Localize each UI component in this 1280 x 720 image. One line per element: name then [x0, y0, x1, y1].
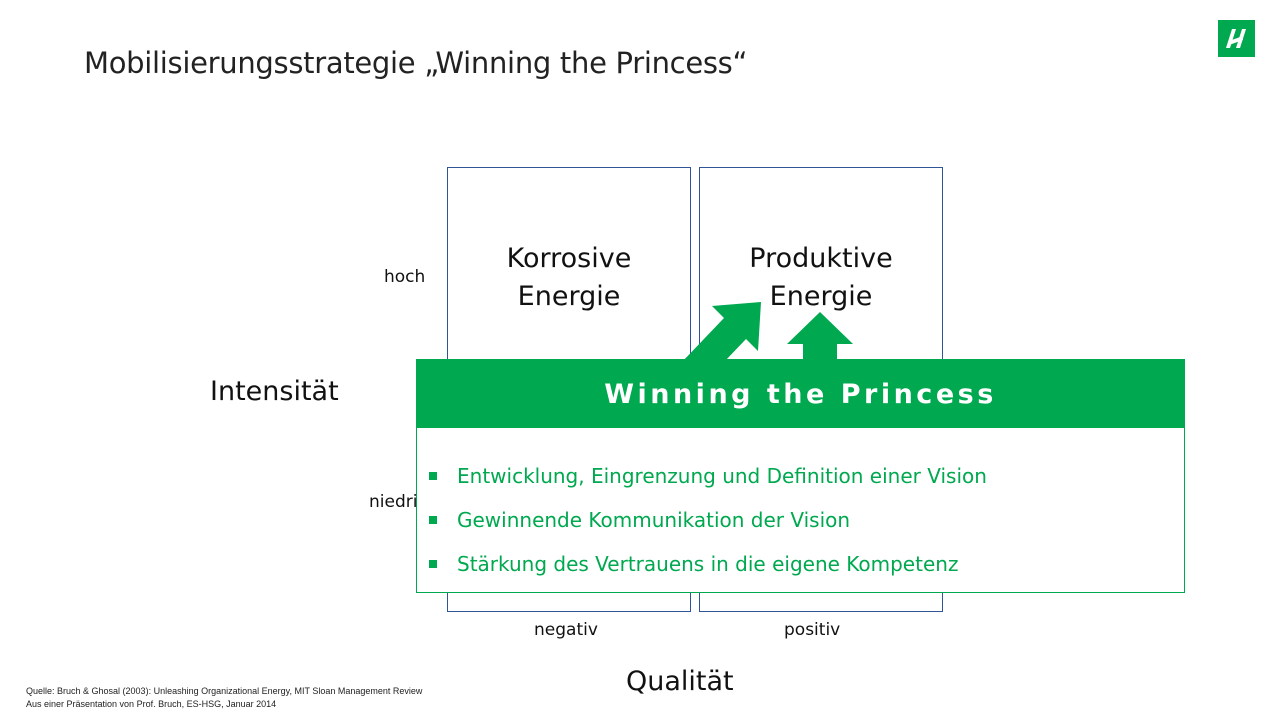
source-footnote: Quelle: Bruch & Ghosal (2003): Unleashin… — [26, 685, 422, 711]
footnote-line-1: Quelle: Bruch & Ghosal (2003): Unleashin… — [26, 686, 423, 696]
slide-title: Mobilisierungsstrategie „Winning the Pri… — [84, 46, 748, 80]
list-item: Entwicklung, Eingrenzung und Definition … — [429, 454, 1184, 498]
bullet-text: Entwicklung, Eingrenzung und Definition … — [457, 464, 987, 488]
quadrant-top-left: Korrosive Energie — [447, 167, 691, 389]
square-bullet-icon — [429, 560, 437, 568]
up-arrow-icon — [787, 312, 853, 362]
quadrant-label-productive: Produktive Energie — [749, 243, 893, 312]
list-item: Gewinnende Kommunikation der Vision — [429, 498, 1184, 542]
y-axis-low-label: niedri — [369, 492, 418, 512]
hsg-logo-icon — [1218, 20, 1255, 57]
y-axis-high-label: hoch — [384, 267, 426, 287]
square-bullet-icon — [429, 472, 437, 480]
y-axis-title: Intensität — [210, 376, 339, 407]
square-bullet-icon — [429, 516, 437, 524]
panel-title: Winning the Princess — [417, 360, 1184, 428]
footnote-line-2: Aus einer Präsentation von Prof. Bruch, … — [26, 699, 277, 709]
list-item: Stärkung des Vertrauens in die eigene Ko… — [429, 542, 1184, 586]
x-axis-positive-label: positiv — [784, 620, 841, 640]
bullet-list: Entwicklung, Eingrenzung und Definition … — [417, 428, 1184, 586]
x-axis-negative-label: negativ — [534, 620, 598, 640]
quadrant-label-corrosive: Korrosive Energie — [506, 243, 632, 312]
bullet-text: Stärkung des Vertrauens in die eigene Ko… — [457, 552, 959, 576]
bullet-text: Gewinnende Kommunikation der Vision — [457, 508, 851, 532]
x-axis-title: Qualität — [626, 666, 734, 697]
strategy-panel: Winning the Princess Entwicklung, Eingre… — [416, 359, 1185, 593]
